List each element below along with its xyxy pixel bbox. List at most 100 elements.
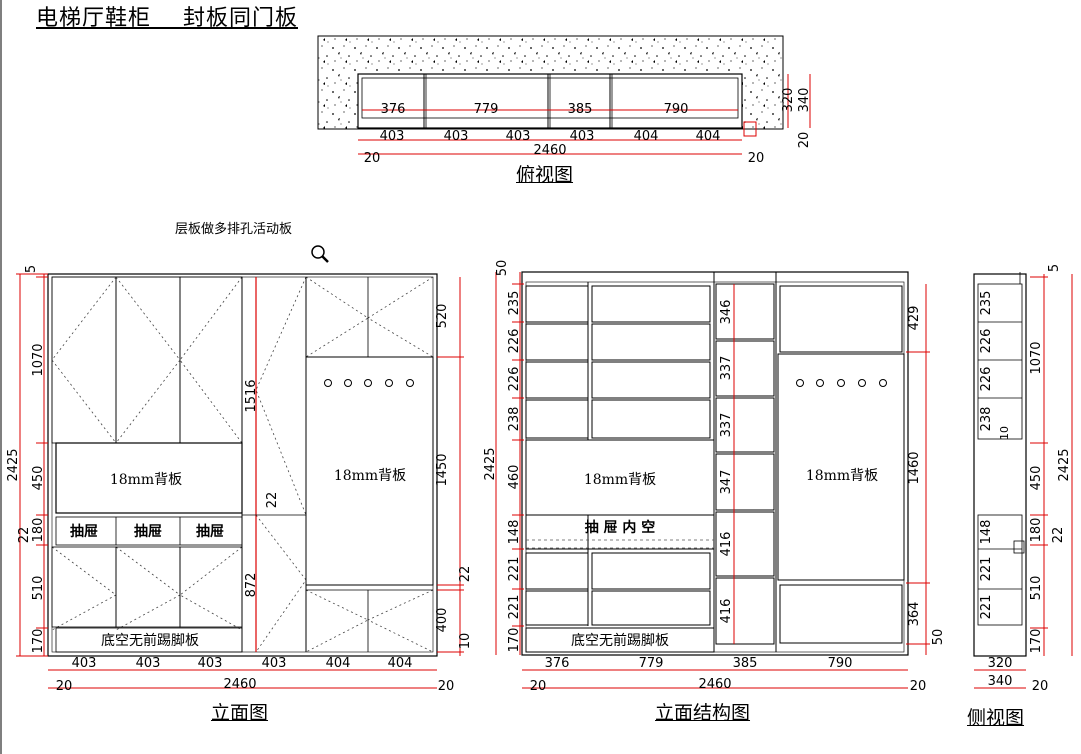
structure-right-364: 364 bbox=[907, 602, 922, 627]
structure-gap-right: 20 bbox=[910, 679, 927, 694]
front-plinth: 底空无前踢脚板 bbox=[101, 632, 199, 649]
plan-door-6: 404 bbox=[696, 129, 721, 144]
side-caption: 侧视图 bbox=[967, 707, 1025, 729]
side-right-180: 180 bbox=[1029, 518, 1044, 543]
structure-mid-346: 346 bbox=[719, 300, 734, 325]
front-dim-5: 5 bbox=[24, 265, 39, 273]
structure-bottom-total: 2460 bbox=[698, 677, 731, 692]
side-dim-226b: 226 bbox=[979, 367, 994, 392]
side-right-1070: 1070 bbox=[1029, 341, 1044, 374]
front-bottom-4: 403 bbox=[262, 656, 287, 671]
front-caption: 立面图 bbox=[211, 702, 269, 724]
front-back-panel-left: 18mm背板 bbox=[110, 472, 182, 488]
structure-dim-460: 460 bbox=[507, 465, 522, 490]
shelf-note: 层板做多排孔活动板 bbox=[175, 222, 293, 237]
side-dim-10: 10 bbox=[998, 426, 1011, 440]
page-title: 电梯厅鞋柜 封板同门板 bbox=[36, 6, 298, 31]
plan-view: 376 779 385 790 403 403 403 403 404 404 … bbox=[317, 35, 812, 166]
plan-door-3: 403 bbox=[506, 129, 531, 144]
structure-back-panel-left: 18mm背板 bbox=[584, 472, 656, 488]
structure-view: 18mm背板 18mm背板 抽 屉 内 空 底空无前踢脚板 2425 50 23… bbox=[483, 260, 946, 694]
front-dim-170: 170 bbox=[31, 629, 46, 654]
structure-dim-50: 50 bbox=[495, 260, 510, 277]
front-dim-22-right: 22 bbox=[458, 566, 473, 583]
plan-total: 2460 bbox=[533, 143, 566, 158]
side-dim-235: 235 bbox=[979, 291, 994, 316]
side-dim-238: 238 bbox=[979, 407, 994, 432]
front-total-height: 2425 bbox=[6, 448, 21, 481]
structure-back-panel-right: 18mm背板 bbox=[806, 468, 878, 484]
magnifier-icon[interactable] bbox=[310, 244, 330, 264]
plan-inner-4: 790 bbox=[664, 102, 689, 117]
structure-bottom-4: 790 bbox=[828, 656, 853, 671]
structure-bottom-1: 376 bbox=[545, 656, 570, 671]
structure-dim-148: 148 bbox=[507, 520, 522, 545]
side-total-height: 2425 bbox=[1057, 448, 1072, 481]
structure-mid-416a: 416 bbox=[719, 532, 734, 557]
front-dim-22: 22 bbox=[17, 527, 32, 544]
front-gap-left: 20 bbox=[56, 679, 73, 694]
plan-inner-3: 385 bbox=[568, 102, 593, 117]
plan-caption: 俯视图 bbox=[516, 164, 574, 186]
plan-door-5: 404 bbox=[634, 129, 659, 144]
front-dim-520: 520 bbox=[435, 304, 450, 329]
structure-drawer-note: 抽 屉 内 空 bbox=[585, 519, 656, 536]
front-drawer-1: 抽屉 bbox=[70, 523, 98, 540]
front-dim-872: 872 bbox=[244, 573, 259, 598]
structure-plinth: 底空无前踢脚板 bbox=[571, 632, 669, 649]
plan-door-4: 403 bbox=[570, 129, 595, 144]
side-dim-221b: 221 bbox=[979, 595, 994, 620]
plan-inner-2: 779 bbox=[474, 102, 499, 117]
front-dim-510: 510 bbox=[31, 576, 46, 601]
front-back-panel-right: 18mm背板 bbox=[334, 468, 406, 484]
front-dim-180: 180 bbox=[31, 518, 46, 543]
structure-dim-226a: 226 bbox=[507, 329, 522, 354]
front-dim-10: 10 bbox=[458, 633, 473, 650]
front-bottom-5: 404 bbox=[326, 656, 351, 671]
side-bottom-340: 340 bbox=[988, 674, 1013, 689]
side-dim-148: 148 bbox=[979, 520, 994, 545]
side-dim-221a: 221 bbox=[979, 557, 994, 582]
front-dim-1450: 1450 bbox=[435, 453, 450, 486]
plan-depth-340: 340 bbox=[797, 88, 812, 113]
structure-bottom-2: 779 bbox=[639, 656, 664, 671]
structure-dim-226b: 226 bbox=[507, 367, 522, 392]
side-right-22: 22 bbox=[1051, 527, 1066, 544]
plan-gap-right: 20 bbox=[748, 151, 765, 166]
structure-mid-337a: 337 bbox=[719, 356, 734, 381]
side-bottom-320: 320 bbox=[988, 656, 1013, 671]
plan-door-1: 403 bbox=[380, 129, 405, 144]
side-dim-226a: 226 bbox=[979, 329, 994, 354]
plan-gap-left: 20 bbox=[364, 151, 381, 166]
front-bottom-6: 404 bbox=[388, 656, 413, 671]
front-bottom-1: 403 bbox=[72, 656, 97, 671]
front-bottom-total: 2460 bbox=[223, 677, 256, 692]
plan-door-2: 403 bbox=[444, 129, 469, 144]
structure-bottom-3: 385 bbox=[733, 656, 758, 671]
structure-mid-337b: 337 bbox=[719, 413, 734, 438]
structure-mid-347: 347 bbox=[719, 470, 734, 495]
front-bottom-2: 403 bbox=[136, 656, 161, 671]
front-drawer-3: 抽屉 bbox=[196, 523, 224, 540]
structure-dim-238: 238 bbox=[507, 407, 522, 432]
structure-dim-221b: 221 bbox=[507, 595, 522, 620]
front-gap-right: 20 bbox=[438, 679, 455, 694]
front-dim-1070: 1070 bbox=[31, 343, 46, 376]
structure-total-height: 2425 bbox=[483, 447, 498, 480]
front-dim-400: 400 bbox=[435, 608, 450, 633]
structure-dim-170: 170 bbox=[507, 628, 522, 653]
structure-dim-235: 235 bbox=[507, 291, 522, 316]
plan-wall-gap: 20 bbox=[797, 132, 812, 149]
front-bottom-3: 403 bbox=[198, 656, 223, 671]
front-dim-1516: 1516 bbox=[244, 379, 259, 412]
side-right-170: 170 bbox=[1029, 629, 1044, 654]
side-right-450: 450 bbox=[1029, 466, 1044, 491]
plan-inner-1: 376 bbox=[381, 102, 406, 117]
structure-caption: 立面结构图 bbox=[655, 702, 751, 724]
front-drawer-2: 抽屉 bbox=[134, 523, 162, 540]
side-view: 235 226 226 238 10 148 221 221 5 1070 45… bbox=[973, 264, 1073, 694]
plan-depth-320: 320 bbox=[781, 88, 796, 113]
structure-mid-416b: 416 bbox=[719, 599, 734, 624]
structure-right-50: 50 bbox=[931, 629, 946, 646]
